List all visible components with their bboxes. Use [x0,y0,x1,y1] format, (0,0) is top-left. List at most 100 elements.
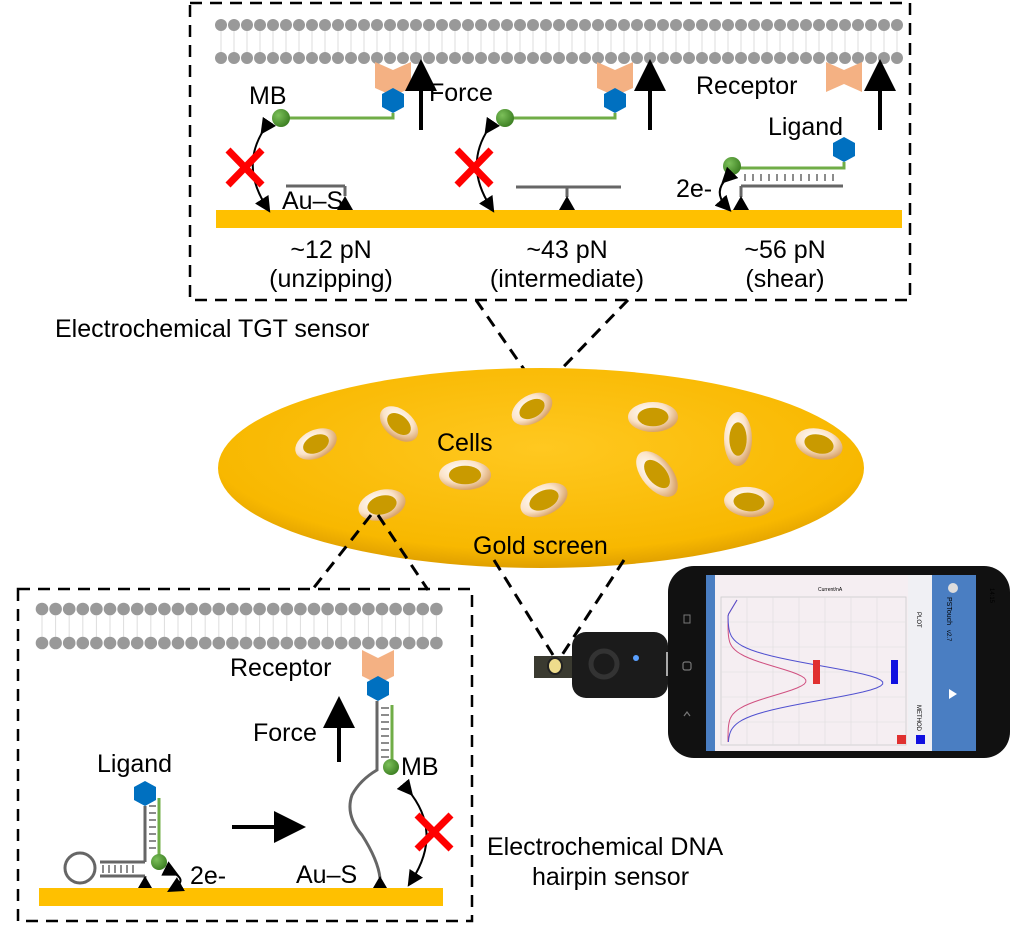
lipid-head [579,52,591,64]
lipid-head [430,636,443,650]
smartphone: PSTouch v2.7 PLOT METHOD 14:15 Current/n… [668,566,1010,758]
lipid-head [774,52,786,64]
series-color-swatch-red[interactable] [897,735,906,744]
lipid-head [384,19,396,31]
lipid-head [267,19,279,31]
force-value-label: ~12 pN [290,236,371,264]
lipid-head [410,52,422,64]
cell-nucleus [804,434,834,454]
lipid-head [670,52,682,64]
receptor-icon [375,62,411,96]
lipid-head [280,602,294,616]
lipid-head [371,52,383,64]
methylene-blue-icon [151,854,167,870]
lipid-head [239,602,253,616]
cell-membrane [35,602,443,650]
cell-icon [628,402,678,432]
cell-icon [520,482,568,518]
lipid-head [266,602,280,616]
zoom-connector-line [310,514,373,591]
app-version: v2.7 [945,630,951,642]
lipid-head [198,602,212,616]
lipid-head [358,52,370,64]
lipid-head [90,602,103,616]
lipid-head [514,52,526,64]
lipid-head [280,636,294,650]
lipid-head [657,19,669,31]
lipid-head [826,52,838,64]
potentiostat-body [572,632,668,698]
lipid-head [375,636,389,650]
lipid-head [293,19,305,31]
tgt-state-unzipping: MB Force Au–S ~12 pN (unzipping) [225,59,493,293]
electron-transfer-arrow [714,166,739,212]
lipid-head [462,52,474,64]
lipid-head [239,636,253,650]
lipid-head [592,19,604,31]
cell-nucleus [387,412,411,436]
tgt-state-intermediate: ~43 pN (intermediate) [454,59,666,293]
lipid-head [171,602,185,616]
cell-icon [439,460,491,490]
run-play-icon[interactable] [949,689,957,699]
cell-nucleus [637,407,669,427]
hairpin-sensor-title-line1: Electrochemical DNA [487,833,724,861]
nav-method-tab[interactable]: METHOD [915,705,921,732]
cell-nucleus [367,495,397,515]
lipid-head [241,52,253,64]
au-s-label: Au–S [282,187,343,215]
home-button-icon[interactable] [682,661,692,671]
lipid-head [501,19,513,31]
ligand-icon [604,88,626,113]
recent-apps-button-icon[interactable] [683,614,691,624]
electrons-label: 2e- [676,175,712,203]
lipid-head [307,602,321,616]
force-mode-label: (unzipping) [269,265,393,293]
lipid-head [103,602,117,616]
au-s-anchor-icon [138,876,152,888]
lipid-head [787,19,799,31]
lipid-head [839,52,851,64]
lipid-head [62,602,76,616]
nav-plot-tab[interactable]: PLOT [915,612,921,628]
dna-base-pairs [744,174,834,181]
lipid-head [321,602,334,616]
lipid-head [852,19,864,31]
series-color-swatch-blue[interactable] [916,735,925,744]
back-button-icon[interactable] [683,711,691,717]
ligand-label: Ligand [768,113,843,141]
lipid-head [579,19,591,31]
app-nav-panel [908,575,932,751]
cell-nucleus [303,434,329,454]
lipid-head [605,19,617,31]
lipid-head [592,52,604,64]
lipid-head [423,52,435,64]
lipid-head [514,19,526,31]
gold-electrode [39,888,443,906]
electrons-label: 2e- [190,862,226,890]
lipid-head [416,602,430,616]
lipid-head [696,19,708,31]
lipid-head [144,636,158,650]
lipid-head [449,19,461,31]
lipid-head [334,602,348,616]
potentiostat-device [534,632,674,698]
lipid-head [358,19,370,31]
ligand-label: Ligand [97,750,172,778]
hairpin-closed: Ligand 2e- [63,750,226,892]
lipid-head [280,52,292,64]
power-button-icon[interactable] [588,648,620,680]
blocked-cross-icon [454,147,494,188]
cell-nucleus [519,398,545,420]
lipid-head [384,52,396,64]
lipid-head [348,602,362,616]
methylene-blue-icon [496,109,514,127]
peak-label-red [813,660,820,684]
lipid-head [774,19,786,31]
lipid-head [800,19,812,31]
lipid-head [683,19,695,31]
peak-label-blue [891,660,898,684]
ligand-icon [382,88,404,113]
force-label: Force [429,79,493,107]
force-mode-label: (intermediate) [490,265,644,293]
